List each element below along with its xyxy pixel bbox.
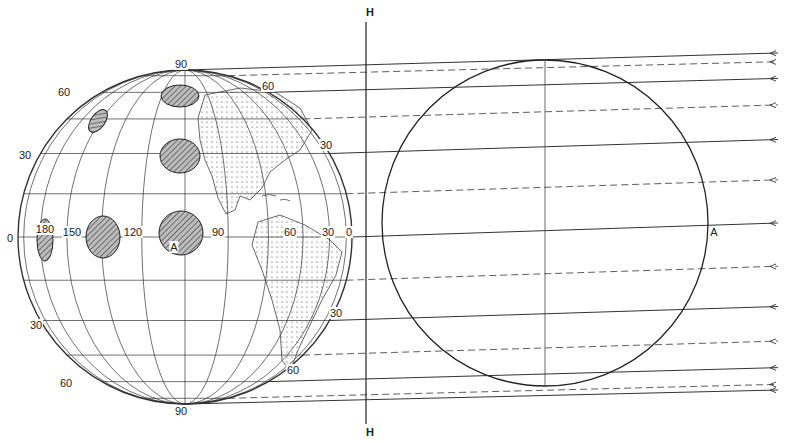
degree-label: 150: [62, 226, 82, 238]
ray-arrowhead: [770, 365, 776, 370]
degree-label: 30: [321, 226, 335, 238]
degree-label: 60: [59, 377, 73, 389]
projection-ray: [303, 105, 778, 119]
parallel: [24, 193, 347, 194]
projection-rays: [185, 51, 778, 404]
tissot-ellipse: [161, 85, 199, 107]
ray-arrowhead: [770, 178, 776, 183]
projection-ray: [346, 266, 778, 280]
ray-arrowhead: [770, 304, 776, 309]
degree-label: 30: [319, 139, 333, 151]
globe-grid: [18, 70, 352, 404]
ray-arrowhead: [770, 76, 776, 81]
parallel: [142, 398, 228, 399]
meridian: [24, 70, 347, 404]
ray-arrowhead: [770, 59, 776, 64]
ray-arrowhead: [770, 382, 776, 387]
globe-outline: [18, 70, 352, 404]
ray-arrowhead: [770, 51, 776, 56]
ray-arrowhead: [770, 137, 776, 142]
parallel: [102, 381, 269, 382]
north-america: [198, 88, 312, 214]
degree-label: 0: [345, 226, 353, 238]
degree-label: 30: [329, 307, 343, 319]
projection-ray: [185, 390, 778, 404]
projected-circle: [382, 60, 708, 386]
degree-label: 0: [6, 232, 14, 244]
tissot-ellipse: [159, 211, 203, 255]
projection-ray: [330, 307, 778, 321]
projection-ray: [228, 62, 778, 76]
ray-arrowhead: [770, 388, 776, 393]
tissot-ellipse: [85, 106, 111, 135]
degree-label: 90: [174, 58, 188, 70]
parallel: [67, 355, 303, 356]
projection-ray: [269, 78, 779, 92]
caribbean: [262, 195, 290, 202]
degree-label: 60: [283, 226, 297, 238]
point-label: A: [709, 226, 718, 238]
degree-label: 180: [35, 223, 55, 235]
plane-label: H: [365, 426, 375, 438]
projection-ray: [303, 341, 778, 355]
tissot-ellipses: [37, 85, 203, 261]
projection-ray: [330, 140, 778, 154]
degree-label: 60: [57, 86, 71, 98]
degree-label: 120: [123, 226, 143, 238]
projection-ray: [352, 223, 778, 237]
ray-arrowhead: [770, 221, 776, 226]
degree-label: 90: [211, 226, 225, 238]
degree-label: 30: [29, 319, 43, 331]
degree-label: 60: [261, 80, 275, 92]
ray-arrowhead: [770, 103, 776, 108]
projection-ray: [185, 53, 778, 70]
projected-axis: [545, 60, 546, 386]
ray-arrowhead: [770, 264, 776, 269]
degree-label: 30: [18, 149, 32, 161]
projection-ray: [346, 180, 778, 194]
projection-ray: [269, 368, 779, 382]
ray-arrowhead: [770, 339, 776, 344]
tissot-ellipse: [160, 139, 200, 173]
plane-line: [365, 22, 366, 424]
point-label: A: [169, 241, 178, 253]
tissot-ellipse: [86, 216, 120, 258]
degree-label: 90: [174, 405, 188, 417]
south-america: [252, 215, 342, 372]
parallel: [142, 75, 228, 76]
degree-label: 60: [286, 364, 300, 376]
plane-label: H: [365, 6, 375, 18]
